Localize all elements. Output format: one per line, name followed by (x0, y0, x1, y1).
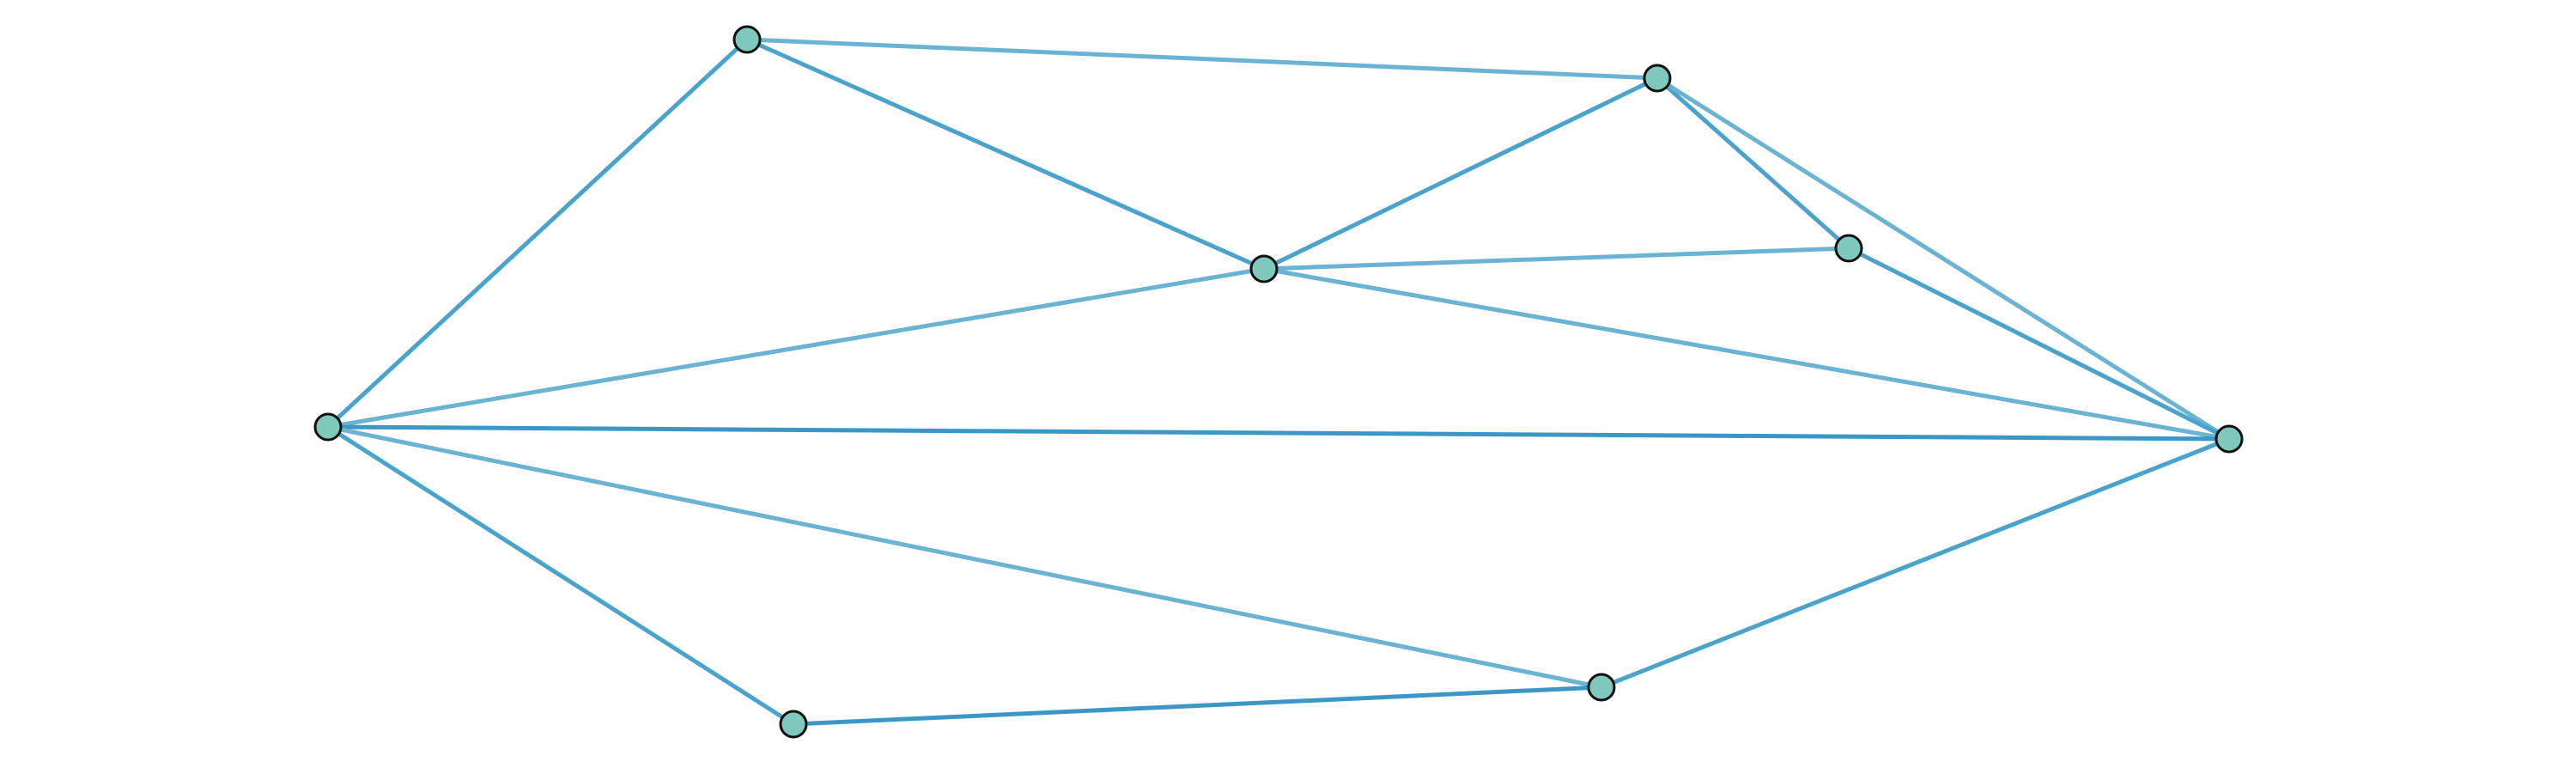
node-left[interactable] (313, 412, 343, 442)
edge-n7-n8 (791, 685, 1604, 727)
edge-n1-n5 (325, 37, 750, 430)
edge-n3-n4 (1261, 246, 1851, 271)
edge-n4-n6 (1846, 246, 2232, 442)
edge-n5-n7 (325, 424, 796, 727)
edge-n2-n3 (1261, 76, 1660, 271)
node-bottom-left[interactable] (779, 710, 808, 739)
node-bottom-right[interactable] (1587, 673, 1616, 702)
node-top-left[interactable] (732, 25, 762, 54)
edge-n2-n6 (1655, 76, 2232, 442)
edge-n3-n6 (1261, 266, 2232, 442)
edge-n1-n3 (744, 37, 1267, 271)
node-center[interactable] (1249, 254, 1279, 283)
node-top-right[interactable] (1643, 64, 1672, 93)
edges-layer (325, 37, 2232, 727)
node-right[interactable] (2215, 424, 2244, 454)
edge-n2-n4 (1655, 76, 1851, 251)
node-right-inner[interactable] (1834, 234, 1863, 263)
nodes-layer (313, 25, 2244, 739)
edge-n5-n8 (325, 424, 1604, 690)
edge-n8-n6 (1599, 436, 2232, 690)
edge-n3-n5 (325, 266, 1267, 430)
edge-n5-n6 (325, 424, 2232, 442)
edge-n1-n2 (744, 37, 1660, 81)
